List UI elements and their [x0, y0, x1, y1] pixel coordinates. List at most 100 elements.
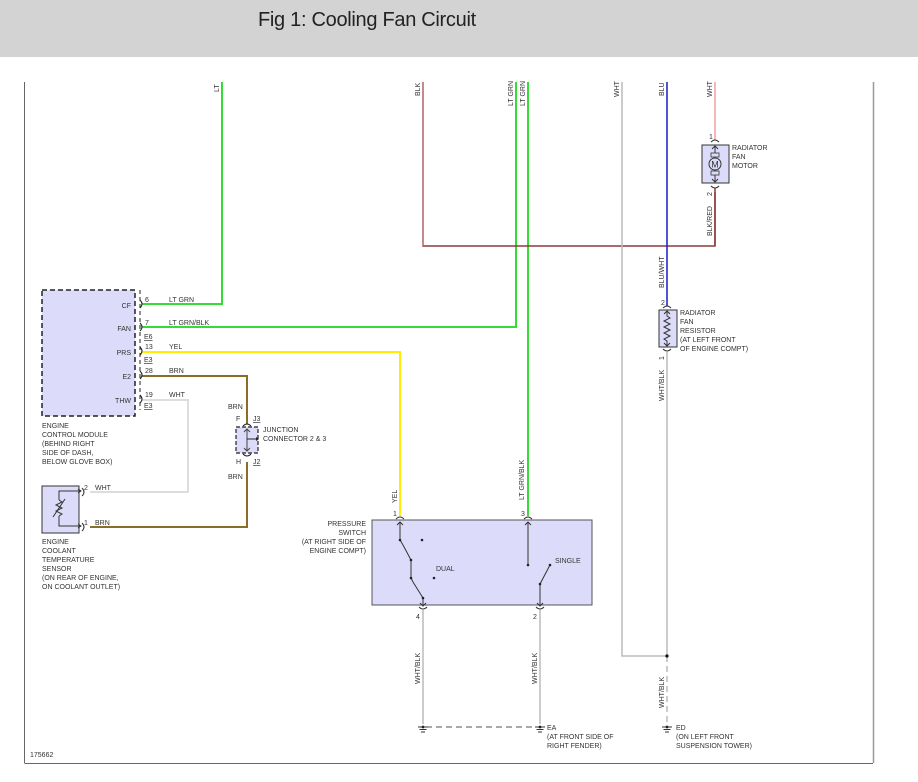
wire-brn-sensor	[90, 462, 248, 528]
diagram-frame	[24, 82, 875, 764]
wire-wht-thw	[90, 399, 189, 493]
pressure-switch-pin: 1	[393, 511, 397, 518]
resistor-pin: 2	[661, 300, 665, 307]
wire-lt-grn-cf	[142, 82, 223, 305]
resistor-wire-label: BLU/WHT	[659, 256, 666, 288]
junction-connector-id: J3	[253, 416, 261, 423]
ground-ea-location: (AT FRONT SIDE OF	[547, 734, 614, 741]
wire-lt-grn-blk-fan	[142, 82, 517, 328]
ecm-pin-number: 7	[145, 320, 149, 327]
ecm-connector-id: E3	[144, 357, 153, 364]
pressure-switch-wire-label: YEL	[392, 490, 399, 503]
sensor-pin-number: 1	[84, 520, 88, 527]
pressure-switch-pin: 3	[521, 511, 525, 518]
resistor-name: FAN	[680, 319, 694, 326]
pressure-switch: YEL LT GRN/BLK 1 3 DUAL SINGLE 4 2 PRESS…	[302, 459, 593, 684]
pressure-switch-wire-label: WHT/BLK	[532, 653, 539, 684]
ground-icon	[535, 725, 545, 733]
coolant-temperature-sensor: 2 WHT 1 BRN ENGINE COOLANT TEMPERATURE S…	[41, 485, 120, 591]
ground-ed-location: SUSPENSION TOWER)	[676, 743, 752, 750]
motor-name: MOTOR	[732, 163, 758, 170]
radiator-fan-motor: 1 M 2 BLK/RED RADIATOR FAN MOTOR	[701, 134, 768, 246]
top-wire-label: LT GRN	[520, 81, 527, 106]
ecm-wire-label: YEL	[169, 344, 182, 351]
ground-ea: EA (AT FRONT SIDE OF RIGHT FENDER)	[418, 725, 614, 750]
sensor-name: ON COOLANT OUTLET)	[42, 584, 120, 591]
pressure-switch-pin: 4	[416, 614, 420, 621]
figure-title: Fig 1: Cooling Fan Circuit	[258, 9, 476, 31]
motor-pin: 2	[707, 192, 714, 196]
resistor-name: OF ENGINE COMPT)	[680, 346, 748, 353]
junction-connector: BRN F J3 H J2 BRN JUNCTION CONNECTOR 2 &…	[228, 404, 326, 481]
motor-name: RADIATOR	[732, 145, 768, 152]
ecm-pin-name: CF	[122, 303, 131, 310]
resistor-name: RESISTOR	[680, 328, 716, 335]
ground-icon	[418, 725, 428, 733]
motor-wire-label: BLK/RED	[707, 206, 714, 236]
ecm-pin-name: THW	[115, 398, 131, 405]
ecm-name: BELOW GLOVE BOX)	[42, 459, 112, 466]
ecm-pin-name: PRS	[117, 350, 132, 357]
motor-pin: 1	[709, 134, 713, 141]
radiator-fan-resistor: BLU/WHT 2 1 WHT/BLK RADIATOR FAN RESISTO…	[658, 256, 748, 401]
top-wire-label: BLK	[415, 82, 422, 96]
engine-control-module: CF FAN PRS E2 THW 6 7 13 28 19 E6 E3 E3 …	[41, 289, 210, 466]
ground-ea-location: RIGHT FENDER)	[547, 743, 602, 750]
dual-label: DUAL	[436, 566, 455, 573]
wire-yel-prs	[142, 351, 401, 516]
wire-blk-bus	[422, 82, 716, 247]
sensor-pin-number: 2	[84, 485, 88, 492]
sensor-name: ENGINE	[42, 539, 69, 546]
ecm-pin-number: 13	[145, 344, 153, 351]
junction-pin: H	[236, 459, 241, 466]
sensor-wire-label: WHT	[95, 485, 112, 492]
ecm-name: ENGINE	[42, 423, 69, 430]
junction-name: JUNCTION	[263, 427, 298, 434]
top-wire-label: WHT	[614, 80, 621, 97]
junction-wire-label: BRN	[228, 474, 243, 481]
pressure-switch-wire-label: WHT/BLK	[415, 653, 422, 684]
pressure-switch-name: PRESSURE	[327, 521, 366, 528]
ecm-name: SIDE OF DASH,	[42, 450, 93, 457]
ecm-wire-label: BRN	[169, 368, 184, 375]
ground-ea-name: EA	[547, 725, 557, 732]
ground-ed-location: (ON LEFT FRONT	[676, 734, 735, 741]
ecm-wire-label: LT GRN	[169, 297, 194, 304]
ecm-connector-id: E3	[144, 403, 153, 410]
pressure-switch-pin: 2	[533, 614, 537, 621]
sensor-name: SENSOR	[42, 566, 72, 573]
motor-symbol: M	[711, 160, 719, 170]
resistor-wire-label: WHT/BLK	[659, 370, 666, 401]
figure-header: Fig 1: Cooling Fan Circuit	[0, 0, 918, 57]
sensor-name: (ON REAR OF ENGINE,	[42, 575, 119, 582]
ecm-pin-name: E2	[122, 374, 131, 381]
ed-wire-label: WHT/BLK	[659, 677, 666, 708]
resistor-name: (AT LEFT FRONT	[680, 337, 736, 344]
ecm-pin-name: FAN	[117, 326, 131, 333]
ecm-wire-label: WHT	[169, 392, 186, 399]
pressure-switch-wire-label: LT GRN/BLK	[519, 459, 526, 500]
splice-dot	[665, 654, 669, 658]
junction-name: CONNECTOR 2 & 3	[263, 436, 326, 443]
top-wire-label: BLU	[659, 82, 666, 96]
sensor-wire-label: BRN	[95, 520, 110, 527]
ground-ed-name: ED	[676, 725, 686, 732]
junction-pin: F	[236, 416, 240, 423]
wire-wht-ground	[621, 82, 667, 657]
wire-brn-e2	[142, 375, 248, 424]
ecm-name: CONTROL MODULE	[42, 432, 108, 439]
motor-name: FAN	[732, 154, 746, 161]
ecm-pin-number: 19	[145, 392, 153, 399]
pressure-switch-name: ENGINE COMPT)	[310, 548, 366, 555]
sensor-name: COOLANT	[42, 548, 77, 555]
ecm-pin-number: 28	[145, 368, 153, 375]
junction-wire-label: BRN	[228, 404, 243, 411]
ecm-connector-id: E6	[144, 334, 153, 341]
top-wire-label: LT GRN	[508, 81, 515, 106]
ground-icon	[662, 725, 672, 733]
ecm-name: (BEHIND RIGHT	[42, 441, 95, 448]
sensor-name: TEMPERATURE	[42, 557, 95, 564]
resistor-name: RADIATOR	[680, 310, 716, 317]
resistor-pin: 1	[659, 356, 666, 360]
